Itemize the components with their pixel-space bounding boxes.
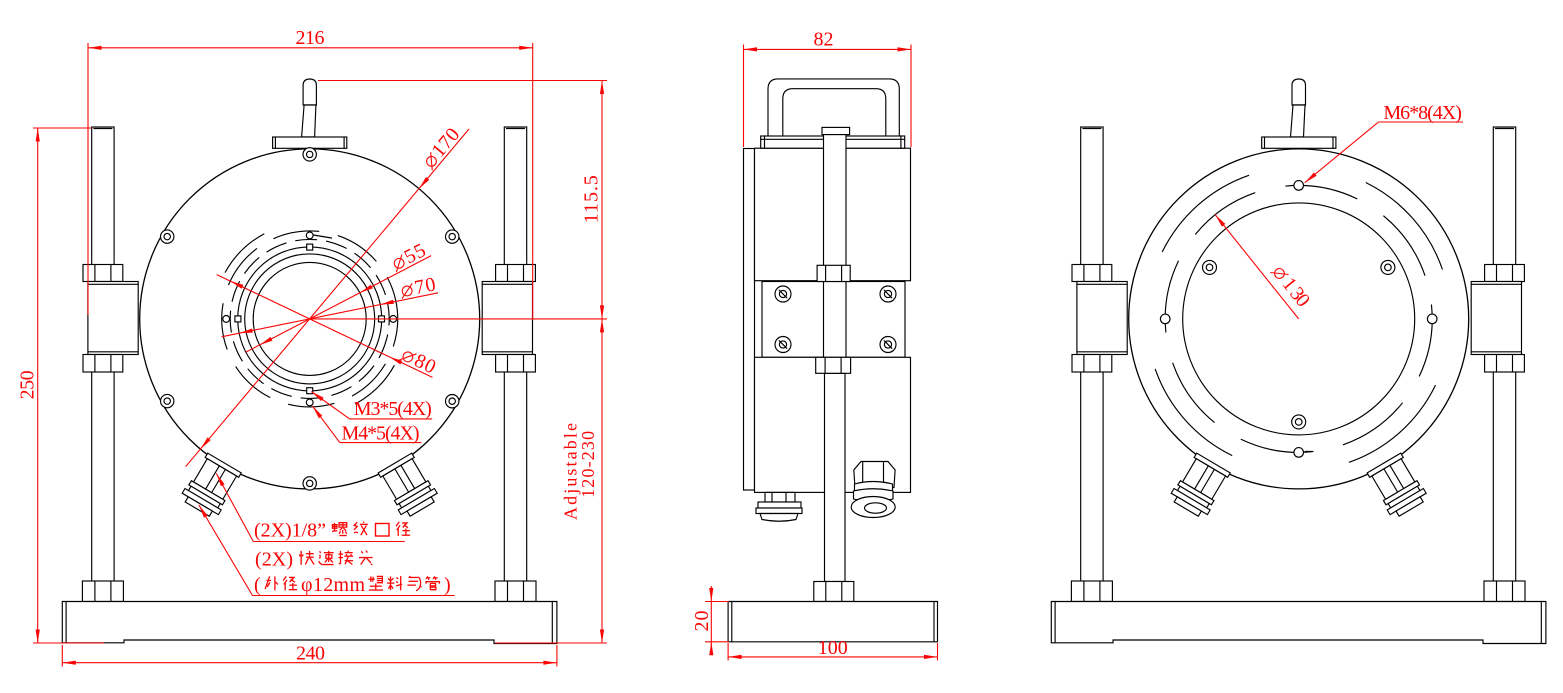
svg-text:100: 100 — [818, 637, 848, 659]
svg-text:M3*5(4X): M3*5(4X) — [354, 398, 432, 420]
svg-text:M4*5(4X): M4*5(4X) — [342, 422, 420, 444]
svg-text:216: 216 — [296, 27, 325, 49]
svg-text:250: 250 — [17, 370, 39, 399]
svg-text:115.5: 115.5 — [581, 175, 603, 223]
svg-text:20: 20 — [691, 611, 713, 632]
svg-text:(2X): (2X) — [255, 549, 293, 571]
svg-text:): ) — [444, 574, 451, 596]
svg-text:(2X)1/8”: (2X)1/8” — [254, 520, 326, 542]
svg-text:82: 82 — [814, 29, 834, 51]
svg-text:φ12mm: φ12mm — [301, 574, 365, 596]
svg-text:240: 240 — [296, 643, 325, 665]
svg-text:70: 70 — [413, 273, 438, 299]
svg-text:120-230: 120-230 — [578, 431, 598, 498]
svg-text:(: ( — [254, 574, 261, 596]
svg-text:M6*8(4X): M6*8(4X) — [1383, 102, 1462, 124]
